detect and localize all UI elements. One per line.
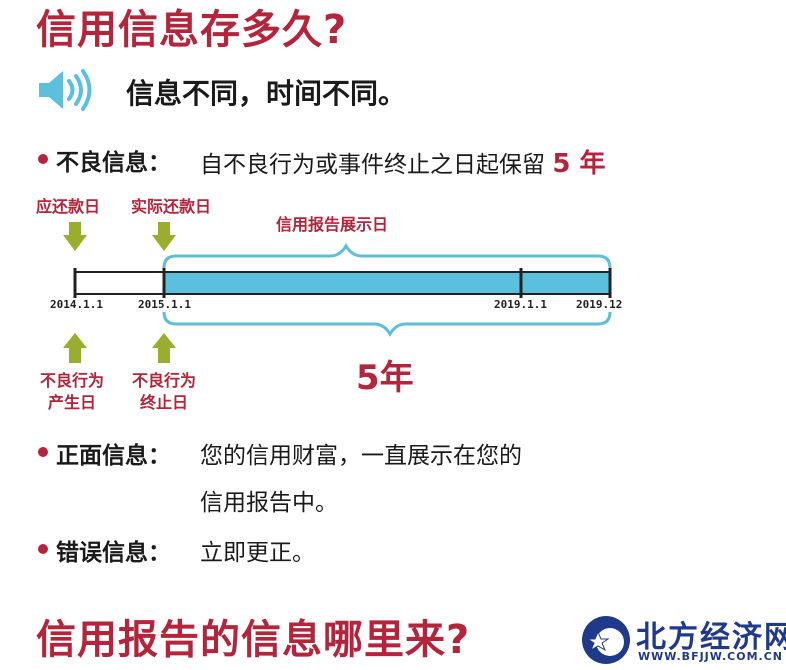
arrow-up-icon <box>63 333 87 363</box>
bad-end-line2: 终止日 <box>139 393 188 412</box>
bad-info-duration: 5 年 <box>552 149 606 179</box>
date-tick: 2015.1.1 <box>138 298 191 311</box>
positive-info-line1: 您的信用财富，一直展示在您的 <box>200 443 522 469</box>
bottom-brace <box>162 311 612 337</box>
bullet-dot-icon <box>38 544 48 554</box>
bottom-title: 信用报告的信息哪里来? <box>36 617 471 663</box>
span-duration-label: 5年 <box>356 358 414 398</box>
top-brace <box>162 243 612 269</box>
speaker-icon <box>39 69 92 111</box>
bad-info-desc: 自不良行为或事件终止之日起保留 <box>200 152 545 178</box>
watermark-logo-icon <box>582 616 630 664</box>
bad-info-label: 不良信息： <box>56 150 171 176</box>
positive-info-label: 正面信息： <box>56 443 171 469</box>
watermark-url: WWW.BFJJW.COM.CN <box>638 650 784 663</box>
arrow-down-icon <box>63 222 87 251</box>
error-info-label: 错误信息： <box>56 540 171 566</box>
date-tick: 2019.12 <box>576 298 623 311</box>
page-title: 信用信息存多久? <box>36 7 348 53</box>
bad-end-label: 不良行为 终止日 <box>126 370 202 414</box>
bad-end-line1: 不良行为 <box>131 371 196 390</box>
watermark-name: 北方经济网 <box>636 620 786 655</box>
bad-start-label: 不良行为 产生日 <box>34 370 110 414</box>
date-tick: 2019.1.1 <box>494 298 547 311</box>
due-date-label: 应还款日 <box>36 197 101 216</box>
bad-start-line2: 产生日 <box>47 393 96 412</box>
bad-start-line1: 不良行为 <box>39 371 104 390</box>
date-tick: 2014.1.1 <box>50 298 103 311</box>
bullet-dot-icon <box>38 154 48 164</box>
subtitle: 信息不同，时间不同。 <box>126 77 407 110</box>
error-info-text: 立即更正。 <box>200 540 315 566</box>
arrow-down-icon <box>152 222 176 251</box>
actual-date-label: 实际还款日 <box>131 197 212 216</box>
arrow-up-icon <box>152 333 176 363</box>
timeline-bar-fill <box>163 271 611 295</box>
timeline-graphic <box>63 222 612 337</box>
positive-info-line2: 信用报告中。 <box>200 490 338 516</box>
bullet-dot-icon <box>38 447 48 457</box>
bad-info-text: 自不良行为或事件终止之日起保留 5 年 <box>200 143 605 180</box>
report-span-label: 信用报告展示日 <box>276 215 389 234</box>
